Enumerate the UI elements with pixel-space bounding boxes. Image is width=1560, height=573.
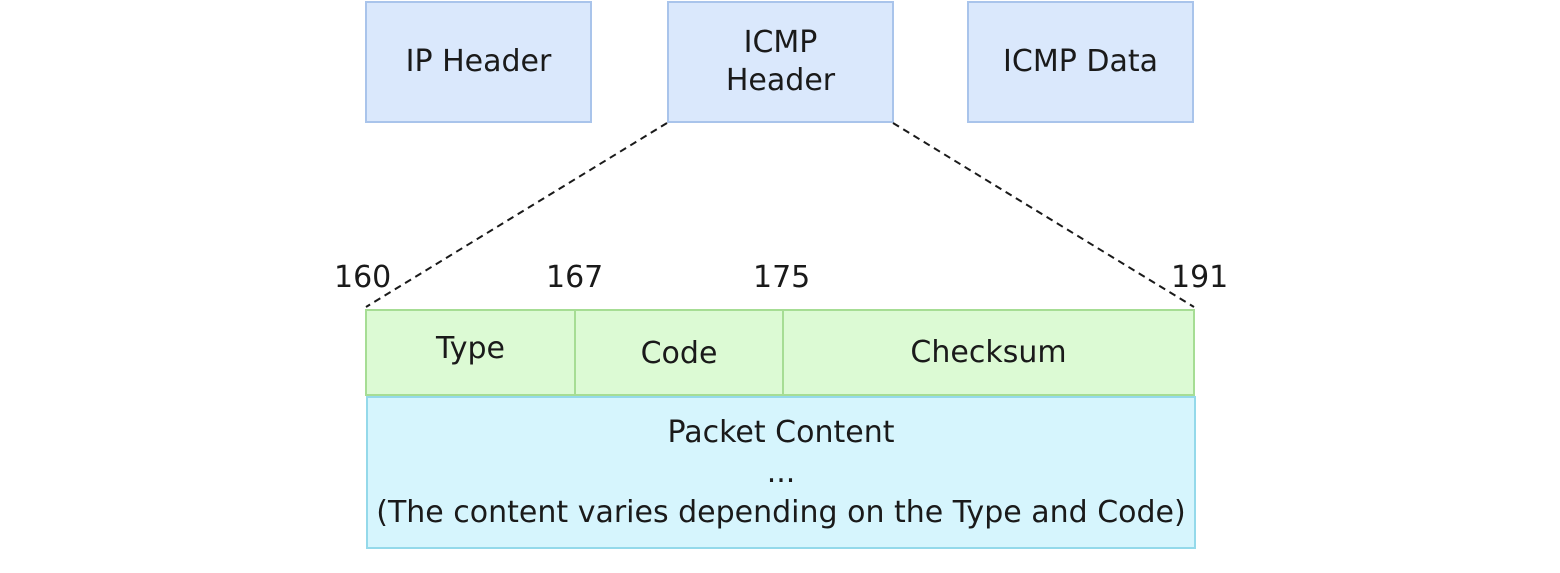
bit-offset-type-end: 167 [546, 260, 604, 295]
connector-line-right [892, 122, 1195, 308]
packet-content-title: Packet Content [667, 414, 895, 450]
packet-content-box: Packet Content ... (The content varies d… [366, 396, 1196, 549]
icmp-header-label: ICMP Header [725, 25, 836, 98]
bit-offset-end: 191 [1171, 260, 1229, 295]
bit-offset-code-end: 175 [753, 260, 811, 295]
connector-line-left [365, 122, 668, 308]
packet-content-ellipsis: ... [766, 454, 796, 490]
code-field-label: Code [640, 336, 718, 371]
bit-offset-start: 160 [334, 260, 392, 295]
icmp-header-box: ICMP Header [667, 1, 894, 123]
type-field-label: Type [436, 331, 505, 366]
icmp-data-label: ICMP Data [1003, 44, 1158, 79]
code-field: Code [574, 311, 782, 394]
checksum-field-label: Checksum [910, 335, 1067, 370]
packet-content-note: (The content varies depending on the Typ… [376, 494, 1186, 530]
type-field: Type [367, 311, 574, 394]
ip-header-label: IP Header [405, 44, 552, 79]
ip-header-box: IP Header [365, 1, 592, 123]
icmp-header-fields: Type Code Checksum [365, 309, 1195, 396]
icmp-data-box: ICMP Data [967, 1, 1194, 123]
checksum-field: Checksum [782, 311, 1193, 394]
